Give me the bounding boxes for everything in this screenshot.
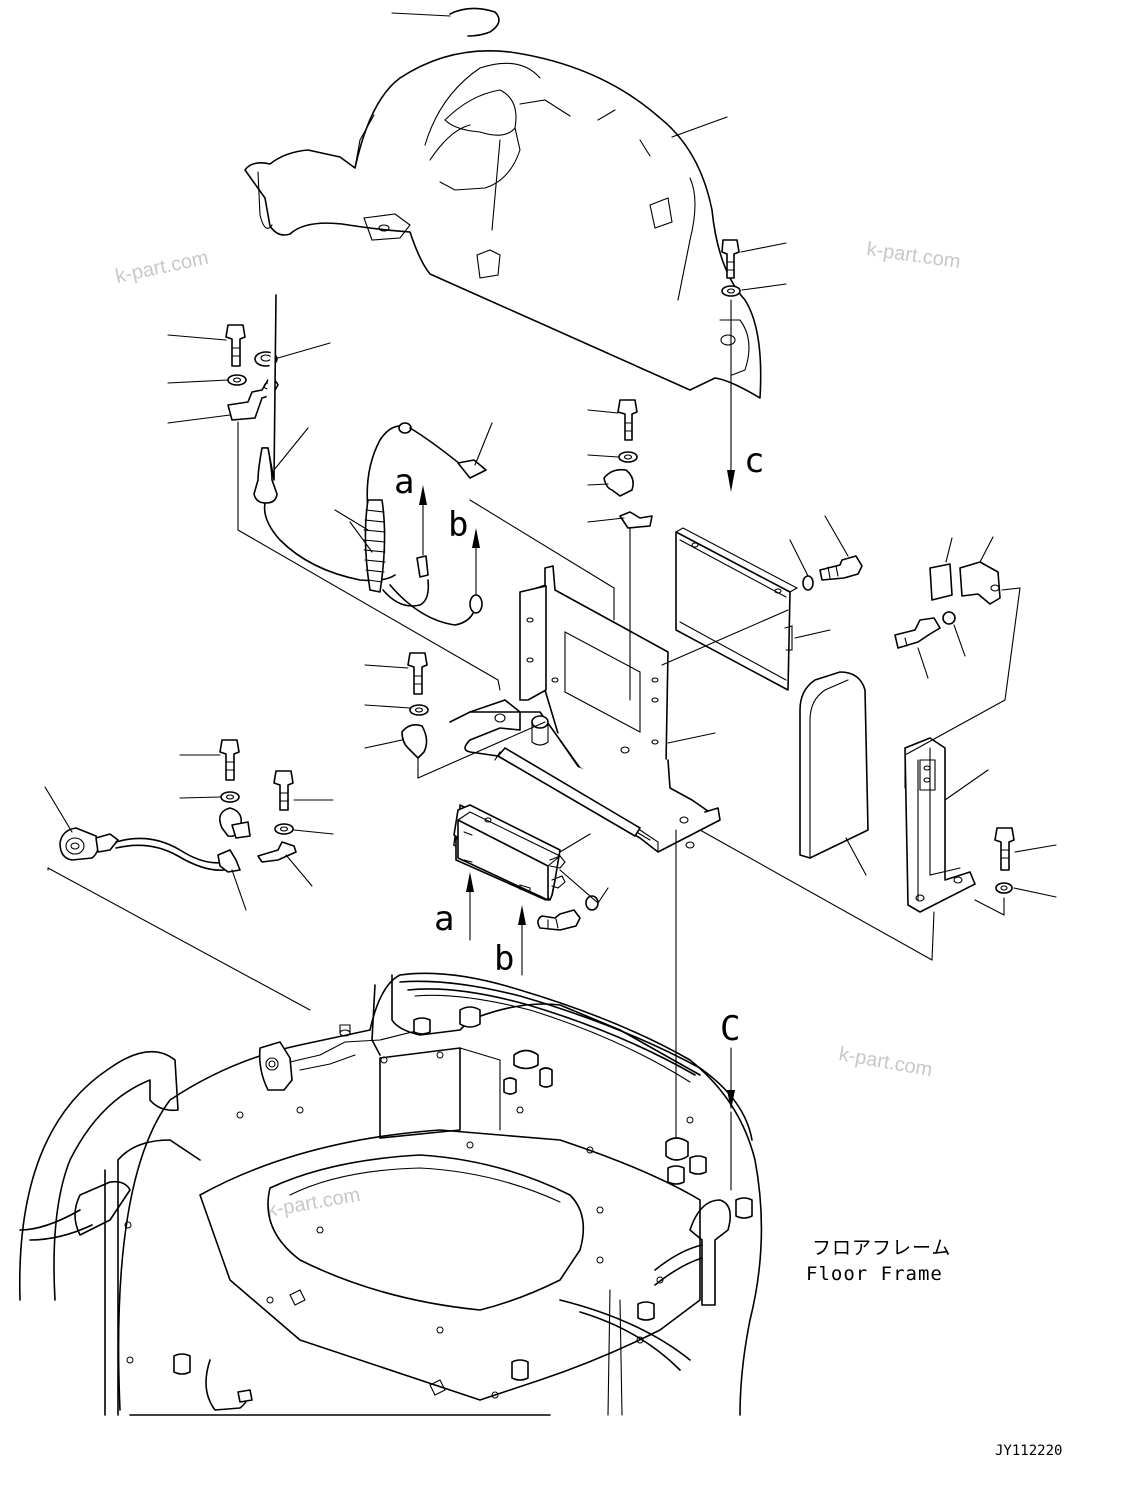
arrow-b-top: b: [448, 505, 480, 596]
arrow-label-c-bottom: C: [720, 1009, 740, 1049]
watermark-2: k-part.com: [865, 238, 962, 273]
watermark-4: k-part.com: [265, 1184, 362, 1222]
bolt-left-top: [167, 324, 331, 424]
arrow-label-b-bottom: b: [494, 939, 514, 979]
top-cover: [244, 49, 762, 399]
arrow-label-a-top: a: [394, 462, 414, 502]
floor-frame-label-jp: フロアフレーム: [812, 1237, 951, 1259]
floor-frame-label-en: Floor Frame: [806, 1263, 943, 1285]
bolt-center-top: [587, 399, 653, 529]
connector-cable: [44, 786, 311, 1011]
mounting-plate: [675, 527, 831, 691]
watermark-3: k-part.com: [837, 1043, 934, 1081]
rubber-pad: [799, 671, 869, 876]
arrow-label-a-bottom: a: [434, 899, 454, 939]
side-bracket: [904, 737, 989, 913]
clip-parts-right: [894, 536, 1021, 789]
snap-ring: [391, 7, 500, 37]
arrow-label-b-top: b: [448, 505, 468, 545]
controller-box: [453, 804, 591, 901]
bolt-right-bottom: [974, 827, 1057, 916]
arrow-label-c-top: c: [744, 441, 764, 481]
arrow-c-bottom: C: [720, 1009, 740, 1191]
drawing-code: JY112220: [995, 1443, 1062, 1459]
bolt-plate-right: [789, 515, 863, 591]
antenna: [253, 294, 396, 582]
arrow-a-top: a: [394, 462, 427, 556]
bolt-bracket-left: [364, 652, 546, 779]
bolt-box: [537, 869, 609, 931]
arrow-b-bottom: b: [494, 905, 526, 979]
antenna-cable-coil: [334, 422, 493, 626]
watermark-1: k-part.com: [113, 247, 210, 288]
floor-frame: [18, 972, 763, 1416]
arrow-a-bottom: a: [434, 872, 474, 941]
frame-bosses: [173, 1006, 753, 1381]
bolt-top-right: [721, 239, 787, 297]
bolt-lower-left: [179, 739, 334, 887]
main-bracket: [237, 421, 789, 853]
